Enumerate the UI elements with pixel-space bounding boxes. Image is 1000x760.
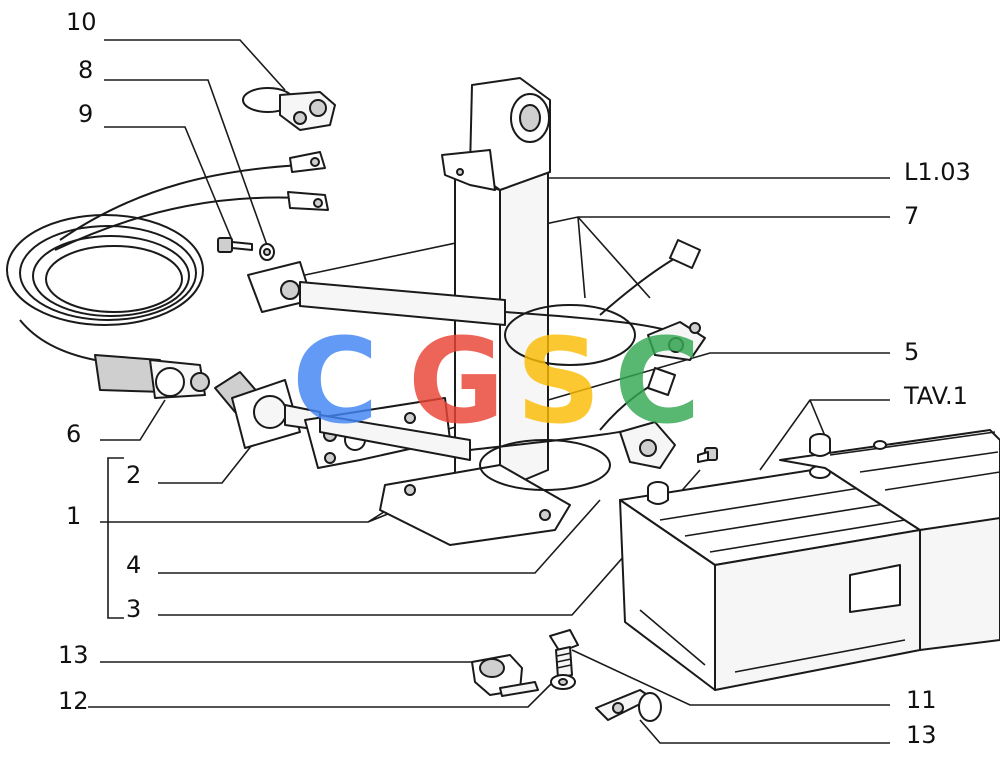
coiled-cable <box>6 164 301 361</box>
support-pillar <box>379 77 571 546</box>
cable-lugs-top <box>287 151 329 211</box>
part-11-bolt <box>549 629 579 679</box>
battery-back <box>779 429 1000 651</box>
leader-13b <box>639 719 890 744</box>
leader-2 <box>158 444 253 484</box>
callout-13-right: 13 <box>906 721 937 749</box>
part-4-terminal <box>619 421 676 469</box>
callout-4: 4 <box>126 551 142 579</box>
leader-12 <box>88 682 553 708</box>
callout-9: 9 <box>78 100 94 128</box>
bracket-1 <box>107 457 124 619</box>
callout-10: 10 <box>66 8 97 36</box>
leader-7 <box>304 216 890 299</box>
watermark-letter-g: G <box>408 312 505 450</box>
callout-2: 2 <box>126 461 142 489</box>
part-7-upper-cable <box>247 239 706 366</box>
part-13-clip-left <box>471 654 539 697</box>
watermark-letter-c2: C <box>614 312 701 450</box>
callout-5: 5 <box>904 338 920 366</box>
leader-8 <box>104 79 269 249</box>
leader-10 <box>104 39 286 91</box>
callout-8: 8 <box>78 56 94 84</box>
callout-11: 11 <box>906 686 937 714</box>
leader-6 <box>100 399 166 441</box>
callout-3: 3 <box>126 595 142 623</box>
part-12-washer <box>550 674 576 690</box>
callout-1: 1 <box>66 502 82 530</box>
callout-6: 6 <box>66 420 82 448</box>
callout-12: 12 <box>58 687 89 715</box>
leader-4 <box>158 499 601 574</box>
callout-l103: L1.03 <box>904 158 971 186</box>
battery-front <box>619 465 921 691</box>
part-10-clamp <box>242 87 336 131</box>
part-2-socket <box>214 371 321 449</box>
part-8-washer <box>259 243 275 261</box>
watermark: C G S C <box>292 312 701 450</box>
watermark-letter-c1: C <box>292 312 379 450</box>
callout-7: 7 <box>904 202 920 230</box>
part-3-screw <box>697 447 718 463</box>
part-9-screw <box>217 237 253 253</box>
part-5-lower-cable <box>319 367 676 491</box>
callout-13-left: 13 <box>58 641 89 669</box>
part-6-plug <box>94 354 210 399</box>
watermark-letter-s: S <box>516 312 601 450</box>
callout-tav1: TAV.1 <box>904 382 968 410</box>
leader-11 <box>571 649 890 706</box>
part-13-clip-right <box>595 689 662 722</box>
